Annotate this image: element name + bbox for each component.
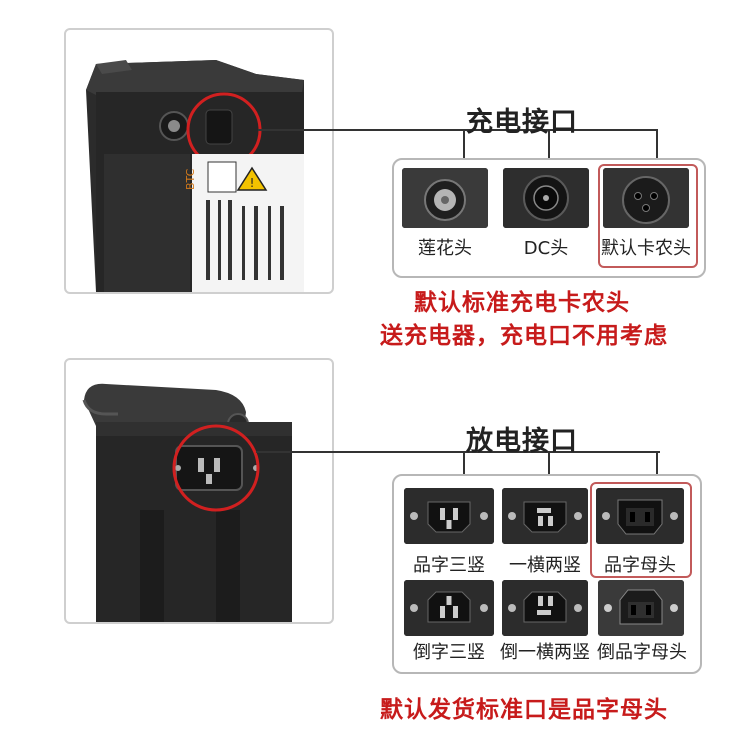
charge-option-label: 莲花头 [418, 238, 472, 259]
default-option-highlight [598, 164, 698, 268]
tree-line [548, 129, 550, 159]
charge-section-title: 充电接口 [466, 107, 578, 138]
connector-line [256, 451, 660, 453]
xlr-connector-icon [603, 168, 689, 228]
tree-line [463, 451, 465, 475]
discharge-option-label: 倒品字母头 [597, 642, 687, 663]
battery-photo-top: ! BTC [64, 28, 334, 294]
tree-line [463, 129, 465, 159]
tree-line [548, 451, 550, 475]
brand-text: BTC [184, 168, 197, 190]
discharge-option-label: 倒字三竖 [413, 642, 485, 663]
discharge-option-label: 品字三竖 [413, 555, 485, 576]
discharge-note: 默认发货标准口是品字母头 [380, 697, 668, 723]
lotus-connector-icon [402, 168, 488, 228]
default-option-highlight [590, 482, 692, 578]
battery-top-illustration: ! BTC [86, 60, 304, 292]
charge-option-label: 默认卡农头 [601, 238, 691, 259]
iec-socket-icon [502, 488, 588, 544]
charge-option-label: DC头 [523, 238, 569, 259]
tree-line [656, 451, 658, 475]
discharge-option-label: 倒一横两竖 [500, 642, 590, 663]
iec-socket-icon [502, 580, 588, 636]
iec-socket-icon [404, 580, 494, 636]
iec-socket-icon [598, 580, 684, 636]
iec-socket-icon [404, 488, 494, 544]
tree-line [656, 129, 658, 159]
discharge-option-label: 一横两竖 [509, 555, 581, 576]
battery-photo-bottom [64, 358, 334, 624]
discharge-section-title: 放电接口 [466, 426, 578, 457]
charge-note-line2: 送充电器，充电口不用考虑 [380, 323, 668, 349]
battery-bottom-illustration [82, 383, 292, 622]
svg-text:!: ! [250, 176, 255, 190]
connector-line [258, 129, 658, 131]
charge-note-line1: 默认标准充电卡农头 [414, 290, 630, 316]
discharge-option-label: 品字母头 [604, 555, 676, 576]
dc-connector-icon [503, 168, 589, 228]
iec-socket-icon [596, 488, 684, 544]
